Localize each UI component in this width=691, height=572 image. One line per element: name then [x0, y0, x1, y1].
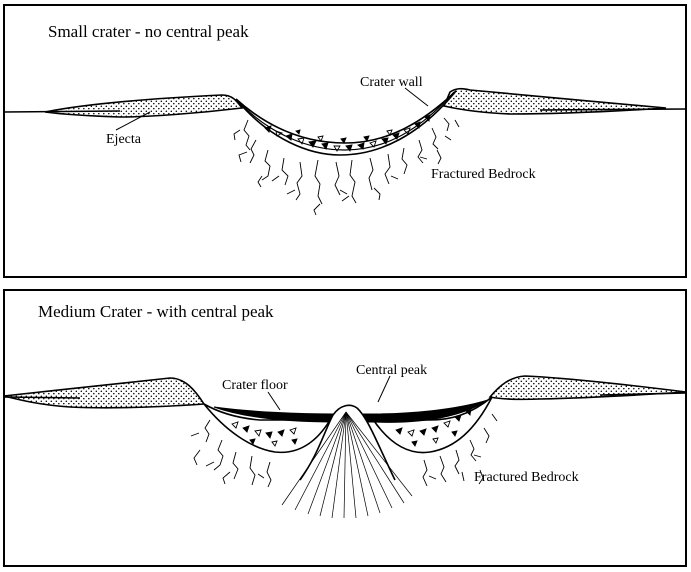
- label-ejecta: Ejecta: [106, 132, 142, 147]
- crater-floor: [213, 399, 489, 423]
- leader-central-peak: [377, 375, 391, 403]
- leader-ejecta: [115, 111, 151, 131]
- fracture-cracks-left: [190, 419, 272, 488]
- leader-lines: [115, 87, 429, 131]
- label-fractured-bedrock: Fractured Bedrock: [474, 470, 579, 485]
- ejecta-right: [442, 87, 667, 115]
- leader-lines: [267, 375, 391, 411]
- central-peak: [299, 404, 396, 481]
- ejecta-right: [488, 375, 687, 401]
- breccia-lens: [235, 90, 457, 156]
- breccia-fragments: [264, 114, 431, 152]
- label-crater-wall: Crater wall: [360, 75, 423, 90]
- panel-small-crater: Small crater - no central peak: [3, 4, 687, 278]
- panel-frame: [3, 289, 687, 567]
- ejecta-left: [44, 94, 244, 118]
- breccia-fragments: [231, 408, 472, 447]
- panel-frame: [3, 4, 687, 278]
- label-fractured-bedrock: Fractured Bedrock: [431, 167, 536, 182]
- label-central-peak: Central peak: [356, 363, 427, 378]
- fracture-cracks: [233, 117, 460, 216]
- leader-crater-floor: [267, 391, 281, 411]
- central-peak-uplift: [281, 411, 413, 519]
- panel-medium-crater: Medium Crater - with central peak: [3, 289, 687, 567]
- label-crater-floor: Crater floor: [222, 378, 288, 393]
- leader-crater-wall: [404, 87, 429, 107]
- ejecta-left: [3, 377, 206, 409]
- panel-title: Small crater - no central peak: [48, 22, 249, 41]
- fracture-cracks-right: [422, 413, 498, 487]
- panel-title: Medium Crater - with central peak: [38, 302, 274, 321]
